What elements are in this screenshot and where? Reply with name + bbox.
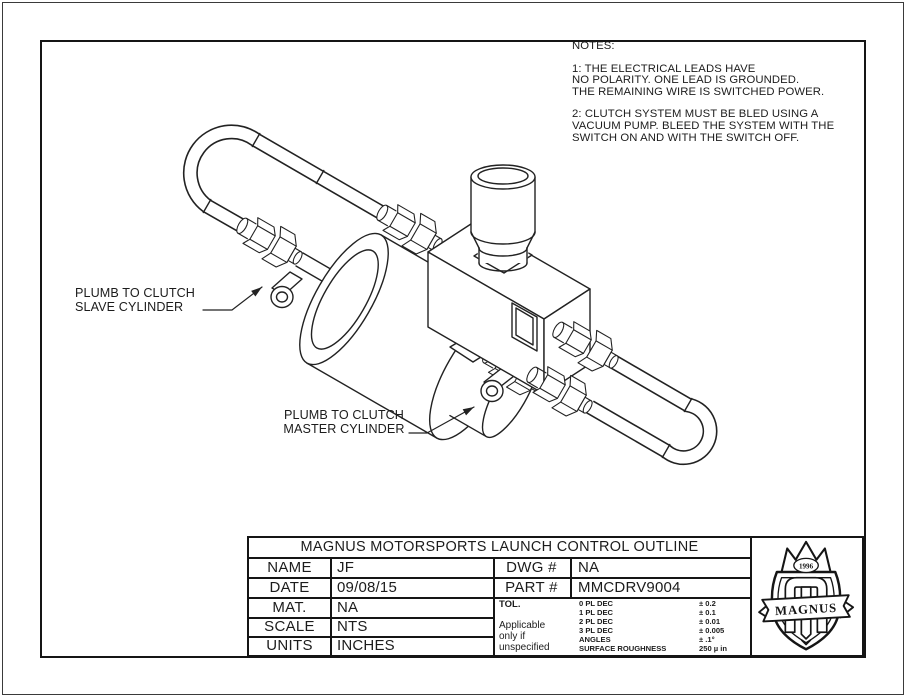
title-block: MAGNUS MOTORSPORTS LAUNCH CONTROL OUTLIN… [247, 536, 864, 657]
material-label: MAT. [272, 598, 307, 616]
tolerance-note: Applicable only if unspecified [499, 620, 550, 654]
dwg-number-value: NA [578, 559, 600, 576]
note-1-line: 1: THE ELECTRICAL LEADS HAVE [572, 62, 756, 75]
electrical-cap [470, 164, 536, 272]
note-1-line: NO POLARITY. ONE LEAD IS GROUNDED. [572, 74, 800, 87]
leader-arrow-master [408, 406, 475, 434]
notes-block: NOTES: 1: THE ELECTRICAL LEADS HAVE NO P… [572, 40, 867, 144]
port-slave-cylinder [270, 271, 303, 309]
scale-label: SCALE [264, 618, 315, 635]
material-value: NA [337, 598, 359, 616]
dwg-number-label: DWG # [506, 559, 557, 576]
units-value: INCHES [337, 637, 395, 654]
note-2-line: VACUUM PUMP. BLEED THE SYSTEM WITH THE [572, 119, 835, 132]
tolerance-name: 3 PL DEC [579, 626, 614, 635]
tolerance-value: ± 0.005 [699, 626, 725, 635]
leader-lines [202, 286, 475, 434]
tolerance-name: SURFACE ROUGHNESS [579, 644, 667, 653]
tolerance-value: ± .1° [699, 635, 715, 644]
leader-arrow-slave [202, 286, 263, 311]
note-2-line: SWITCH ON AND WITH THE SWITCH OFF. [572, 131, 800, 144]
note-1-line: THE REMAINING WIRE IS SWITCHED POWER. [572, 85, 825, 98]
logo-year-oval [793, 557, 819, 574]
hardline-top-left-u-tube [182, 124, 386, 233]
tolerance-value: 250 µ in [699, 644, 728, 653]
scale-value: NTS [337, 618, 368, 635]
drawing-title: MAGNUS MOTORSPORTS LAUNCH CONTROL OUTLIN… [300, 539, 699, 555]
tolerance-table: 0 PL DEC ± 0.2 1 PL DEC ± 0.1 2 PL DEC ± 0.… [579, 599, 747, 653]
tolerance-value: ± 0.01 [699, 617, 721, 626]
name-label: NAME [267, 559, 312, 576]
callout-master-cylinder: PLUMB TO CLUTCH MASTER CYLINDER [283, 408, 405, 436]
tolerance-name: 2 PL DEC [579, 617, 614, 626]
callout-slave-cylinder: PLUMB TO CLUTCH SLAVE CYLINDER [75, 286, 195, 314]
tolerance-name: 0 PL DEC [579, 599, 614, 608]
logo-banner-text: MAGNUS [775, 601, 838, 618]
tolerance-value: ± 0.2 [699, 599, 716, 608]
hardline-bottom-right-u-tube [586, 355, 718, 466]
note-2-line: 2: CLUTCH SYSTEM MUST BE BLED USING A [572, 108, 819, 121]
logo-crown-year: 1996 [799, 562, 814, 570]
tolerance-label: TOL. [499, 599, 521, 610]
notes-heading: NOTES: [572, 40, 615, 52]
tolerance-name: 1 PL DEC [579, 608, 614, 617]
logo-banner [761, 594, 851, 623]
name-value: JF [337, 559, 355, 576]
drawing-frame [40, 40, 866, 658]
tolerance-value: ± 0.1 [699, 608, 716, 617]
date-label: DATE [269, 579, 310, 596]
magnus-logo: 1996 MAGNUS [758, 540, 855, 651]
part-number-label: PART # [505, 579, 558, 596]
tolerance-name: ANGLES [579, 635, 611, 644]
part-number-value: MMCDRV9004 [578, 579, 681, 596]
date-value: 09/08/15 [337, 579, 397, 596]
units-label: UNITS [266, 637, 313, 654]
